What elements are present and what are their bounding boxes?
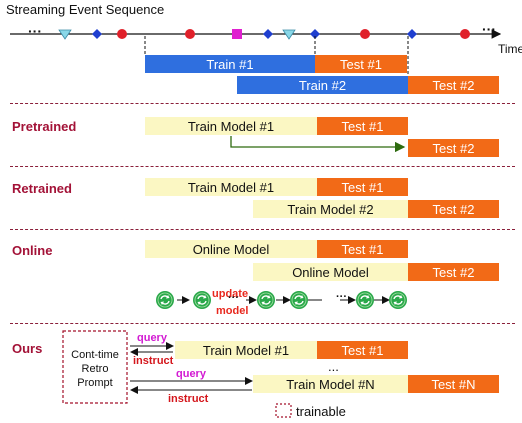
event-circle-icon — [117, 29, 127, 39]
prompt-box-line-2: Retro — [81, 363, 109, 375]
timeline-ellipsis-left: ··· — [28, 23, 42, 39]
event-triangle-icon — [282, 29, 296, 40]
pretrained-test-1: Test #1 — [317, 117, 408, 135]
refresh-cycle-icon — [389, 291, 407, 309]
ours-header: Ours — [12, 341, 43, 356]
legend-trainable-swatch — [275, 403, 292, 418]
retrained-test-2: Test #2 — [408, 200, 499, 218]
prompt-trainable-box — [62, 330, 128, 404]
chain-dots: ··· — [336, 291, 347, 303]
pretrained-transfer-arrow — [230, 136, 406, 153]
top-train-1: Train #1 — [145, 55, 315, 73]
online-header: Online — [12, 243, 53, 258]
top-train-2: Train #2 — [237, 76, 408, 94]
online-test-1: Test #1 — [317, 240, 408, 258]
section-divider — [10, 323, 515, 324]
online-test-2: Test #2 — [408, 263, 499, 281]
ours-test-1: Test #1 — [317, 341, 408, 359]
pretrained-test-2: Test #2 — [408, 139, 499, 157]
instruct-label: instruct — [168, 393, 209, 405]
section-divider — [10, 229, 515, 230]
pretrained-header: Pretrained — [12, 119, 77, 134]
query-label: query — [137, 332, 167, 344]
top-test-1: Test #1 — [315, 55, 407, 73]
timeline-ellipsis-right: ··· — [482, 21, 496, 37]
prompt-box-line-3: Prompt — [77, 377, 113, 389]
section-divider — [10, 166, 515, 167]
event-circle-icon — [460, 29, 470, 39]
update-dots: ··· — [228, 292, 239, 304]
refresh-cycle-icon — [290, 291, 308, 309]
prompt-box-line-1: Cont-time — [71, 349, 119, 361]
instruct-label: instruct — [133, 355, 174, 367]
update-label: update — [212, 288, 249, 300]
event-circle-icon — [360, 29, 370, 39]
query-label: query — [176, 368, 206, 380]
refresh-cycle-icon — [156, 291, 174, 309]
refresh-cycle-icon — [356, 291, 374, 309]
event-diamond-icon — [310, 29, 320, 39]
online-model-1: Online Model — [145, 240, 317, 258]
ours-train-model-1: Train Model #1 — [175, 341, 317, 359]
top-test-2: Test #2 — [408, 76, 499, 94]
event-circle-icon — [185, 29, 195, 39]
event-square-icon — [232, 29, 242, 39]
event-diamond-icon — [92, 29, 102, 39]
retrained-header: Retrained — [12, 181, 72, 196]
retrained-train-model-1: Train Model #1 — [145, 178, 317, 196]
refresh-cycle-icon — [193, 291, 211, 309]
event-diamond-icon — [263, 29, 273, 39]
model-label: model — [216, 305, 249, 317]
pretrained-train-model: Train Model #1 — [145, 117, 317, 135]
ours-test-n: Test #N — [408, 375, 499, 393]
diagram-title: Streaming Event Sequence — [6, 2, 165, 17]
online-model-2: Online Model — [253, 263, 408, 281]
time-axis-label: Time — [498, 42, 522, 56]
retrained-test-1: Test #1 — [317, 178, 408, 196]
section-divider — [10, 103, 515, 104]
retrained-train-model-2: Train Model #2 — [253, 200, 408, 218]
refresh-cycle-icon — [257, 291, 275, 309]
ours-ellipsis: ... — [328, 359, 339, 374]
event-triangle-icon — [58, 29, 72, 40]
legend-trainable-label: trainable — [296, 404, 346, 419]
event-diamond-icon — [407, 29, 417, 39]
ours-train-model-n: Train Model #N — [253, 375, 408, 393]
